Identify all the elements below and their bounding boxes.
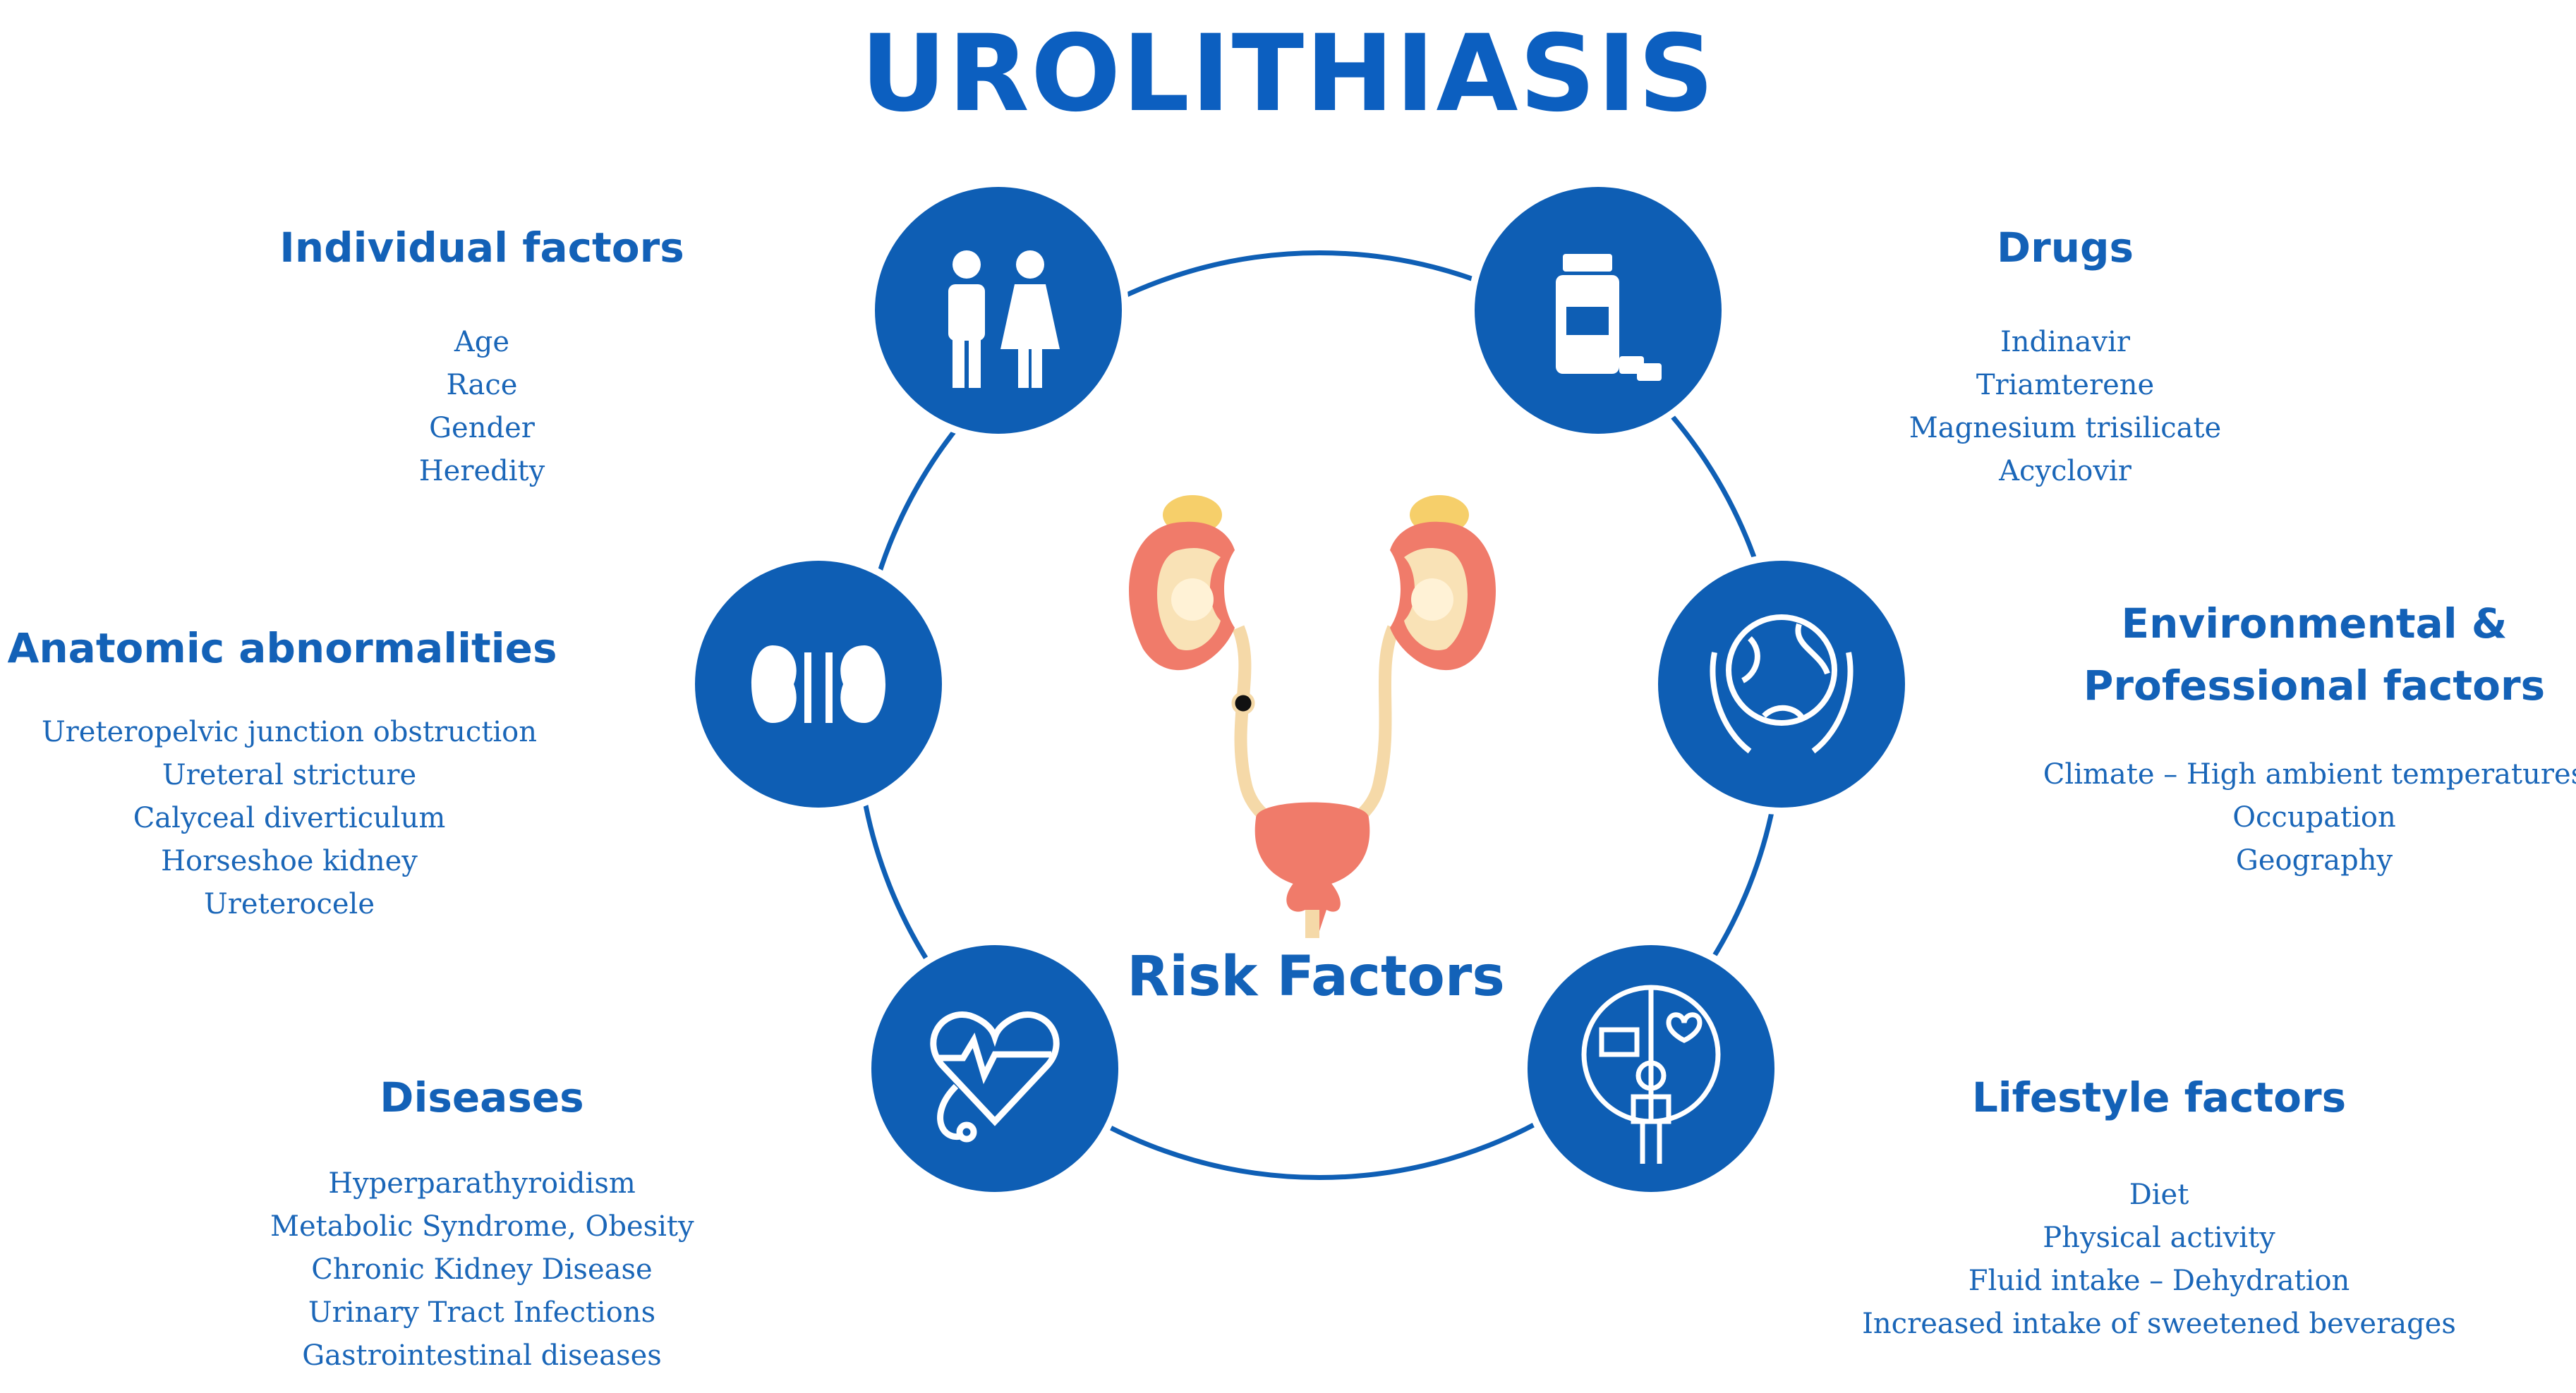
prostate	[1286, 882, 1341, 931]
people-icon	[948, 250, 1060, 388]
drugs-heading: Drugs	[1996, 224, 2134, 272]
list-item: Metabolic Syndrome, Obesity	[270, 1210, 694, 1243]
kidney-stone	[1231, 691, 1255, 715]
heart-stethoscope-icon	[930, 1011, 1060, 1143]
kidney-icon	[751, 645, 885, 723]
center-label: Risk Factors	[1127, 945, 1505, 1009]
list-item: Increased intake of sweetened beverages	[1862, 1308, 2456, 1340]
list-item: Fluid intake – Dehydration	[1968, 1265, 2350, 1297]
list-item: Ureteropelvic junction obstruction	[41, 716, 538, 748]
list-item: Geography	[2235, 844, 2393, 877]
anatomic-abnormalities-heading: Anatomic abnormalities	[7, 624, 557, 672]
pill-bottle-icon	[1556, 254, 1662, 381]
diseases-heading: Diseases	[380, 1073, 584, 1121]
environmental-list: Climate – High ambient temperatures Occu…	[2032, 753, 2576, 882]
list-item: Calyceal diverticulum	[133, 802, 446, 834]
environmental-heading-line1: Environmental &	[2121, 600, 2508, 647]
individual-factors-list: Age Race Gender Heredity	[270, 321, 694, 493]
list-item: Physical activity	[2043, 1222, 2275, 1254]
list-item: Occupation	[2232, 801, 2396, 834]
page-title: UROLITHIASIS	[860, 13, 1716, 135]
anatomic-abnormalities-list: Ureteropelvic junction obstruction Urete…	[0, 711, 579, 926]
list-item: Hyperparathyroidism	[328, 1167, 636, 1200]
list-item: Triamterene	[1976, 369, 2155, 401]
list-item: Ureteral stricture	[162, 759, 417, 791]
list-item: Indinavir	[2000, 326, 2131, 358]
anatomic-abnormalities-node	[695, 561, 942, 808]
lifestyle-list: Diet Physical activity Fluid intake – De…	[1842, 1174, 2477, 1346]
list-item: Race	[446, 369, 518, 401]
list-item: Horseshoe kidney	[161, 845, 418, 877]
diseases-list: Hyperparathyroidism Metabolic Syndrome, …	[270, 1162, 694, 1377]
drugs-list: Indinavir Triamterene Magnesium trisilic…	[1783, 321, 2347, 493]
urinary-system-illustration	[1129, 495, 1496, 938]
bladder	[1254, 802, 1370, 885]
diseases-node	[871, 945, 1118, 1192]
list-item: Acyclovir	[1999, 455, 2131, 487]
list-item: Climate – High ambient temperatures	[2043, 758, 2576, 791]
work-life-balance-icon	[1581, 985, 1721, 1164]
individual-factors-heading: Individual factors	[279, 224, 684, 272]
drugs-node	[1475, 187, 1722, 434]
list-item: Ureterocele	[204, 888, 375, 920]
list-item: Age	[454, 326, 510, 358]
list-item: Gender	[429, 412, 535, 444]
list-item: Diet	[2129, 1179, 2189, 1211]
list-item: Chronic Kidney Disease	[311, 1253, 653, 1286]
environmental-heading-line2: Professional factors	[2083, 662, 2546, 710]
urethra	[1305, 910, 1319, 938]
individual-factors-node	[875, 187, 1122, 434]
lifestyle-factors-node	[1528, 945, 1774, 1192]
list-item: Heredity	[418, 455, 545, 487]
list-item: Urinary Tract Infections	[308, 1296, 656, 1329]
environmental-factors-node	[1658, 561, 1905, 808]
list-item: Magnesium trisilicate	[1909, 412, 2222, 444]
globe-hands-icon	[1710, 614, 1854, 754]
list-item: Gastrointestinal diseases	[302, 1339, 662, 1372]
lifestyle-heading: Lifestyle factors	[1971, 1073, 2347, 1121]
